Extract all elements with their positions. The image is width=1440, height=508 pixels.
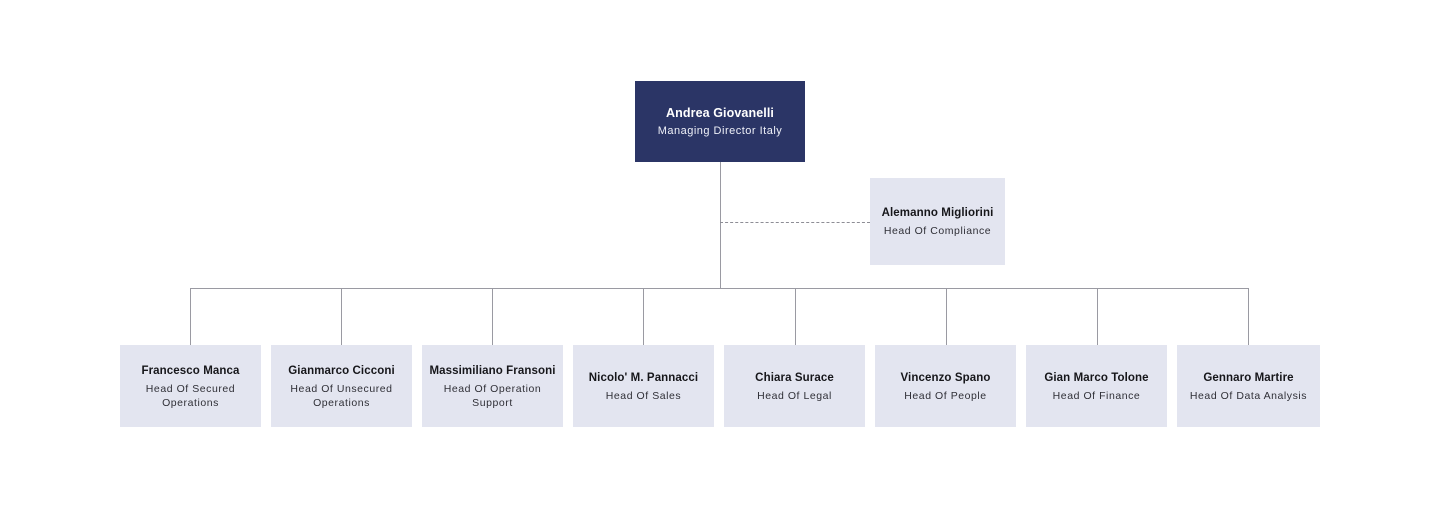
connector-drop-5 (795, 288, 796, 345)
org-node-title: Managing Director Italy (657, 125, 783, 137)
connector-drop-2 (341, 288, 342, 345)
org-node-title: Head Of People (904, 389, 987, 402)
org-node-child-1[interactable]: Francesco Manca Head Of Secured Operatio… (120, 345, 261, 427)
org-node-child-6[interactable]: Vincenzo Spano Head Of People (875, 345, 1016, 427)
org-node-name: Vincenzo Spano (900, 371, 991, 384)
org-node-child-8[interactable]: Gennaro Martire Head Of Data Analysis (1177, 345, 1320, 427)
org-node-name: Andrea Giovanelli (666, 106, 774, 120)
connector-staff-dashed (720, 222, 870, 223)
connector-drop-6 (946, 288, 947, 345)
org-node-name: Nicolo' M. Pannacci (588, 371, 699, 384)
org-node-child-4[interactable]: Nicolo' M. Pannacci Head Of Sales (573, 345, 714, 427)
connector-drop-7 (1097, 288, 1098, 345)
connector-root-trunk (720, 162, 721, 288)
org-node-title: Head Of Compliance (883, 225, 992, 237)
connector-drop-3 (492, 288, 493, 345)
org-node-title: Head Of Unsecured Operations (290, 382, 393, 409)
org-node-name: Alemanno Migliorini (881, 207, 994, 219)
org-node-root[interactable]: Andrea Giovanelli Managing Director Ital… (635, 81, 805, 162)
org-node-title: Head Of Sales (605, 389, 682, 402)
org-node-name: Gian Marco Tolone (1044, 371, 1149, 384)
org-node-name: Francesco Manca (141, 364, 240, 377)
connector-drop-4 (643, 288, 644, 345)
org-node-title: Head Of Finance (1052, 389, 1141, 402)
connector-horizontal-bus (190, 288, 1249, 289)
org-node-title: Head Of Data Analysis (1189, 389, 1308, 402)
org-node-name: Gennaro Martire (1203, 371, 1294, 384)
org-node-title: Head Of Legal (757, 389, 832, 402)
org-node-name: Gianmarco Cicconi (288, 364, 395, 377)
org-node-child-7[interactable]: Gian Marco Tolone Head Of Finance (1026, 345, 1167, 427)
org-node-child-3[interactable]: Massimiliano Fransoni Head Of Operation … (422, 345, 563, 427)
org-node-child-2[interactable]: Gianmarco Cicconi Head Of Unsecured Oper… (271, 345, 412, 427)
org-node-child-5[interactable]: Chiara Surace Head Of Legal (724, 345, 865, 427)
org-node-name: Chiara Surace (755, 371, 834, 384)
connector-drop-1 (190, 288, 191, 345)
org-node-title: Head Of Operation Support (443, 382, 542, 409)
org-node-title: Head Of Secured Operations (145, 382, 236, 409)
connector-drop-8 (1248, 288, 1249, 345)
org-node-compliance[interactable]: Alemanno Migliorini Head Of Compliance (870, 178, 1005, 265)
org-node-name: Massimiliano Fransoni (429, 364, 556, 377)
